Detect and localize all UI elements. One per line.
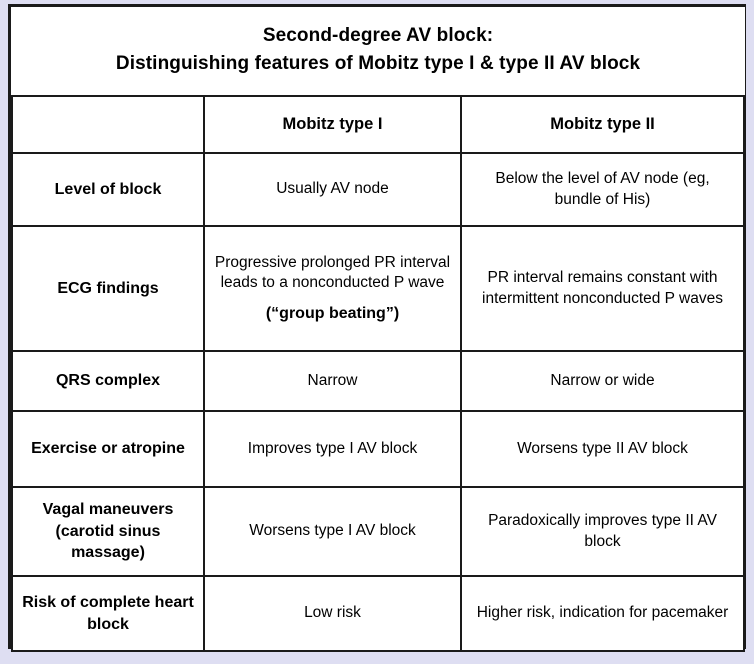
table-row: ECG findings Progressive prolonged PR in… [11, 225, 745, 352]
cell-vagal-maneuvers-type-2: Paradoxically improves type II AV block [460, 486, 745, 577]
cell-level-of-block-type-1: Usually AV node [203, 152, 462, 227]
row-label-exercise-or-atropine: Exercise or atropine [11, 410, 205, 488]
table-title: Second-degree AV block: Distinguishing f… [12, 7, 744, 97]
cell-exercise-or-atropine-type-1: Improves type I AV block [203, 410, 462, 488]
cell-ecg-findings-type-1: Progressive prolonged PR interval leads … [203, 225, 462, 352]
cell-ecg-findings-type-1-emphasis: (“group beating”) [265, 304, 400, 322]
cell-qrs-complex-type-1: Narrow [203, 350, 462, 412]
table-row: QRS complex Narrow Narrow or wide [11, 350, 745, 412]
row-label-risk-of-complete-heart-block: Risk of complete heart block [11, 575, 205, 652]
row-label-qrs-complex: QRS complex [11, 350, 205, 412]
row-label-ecg-findings: ECG findings [11, 225, 205, 352]
table-title-line-1: Second-degree AV block: [262, 25, 494, 47]
table-header-row: Mobitz type I Mobitz type II [11, 95, 745, 154]
table-title-row: Second-degree AV block: Distinguishing f… [12, 7, 744, 97]
table-row: Exercise or atropine Improves type I AV … [11, 410, 745, 488]
cell-ecg-findings-type-1-text: Progressive prolonged PR interval leads … [214, 253, 451, 292]
cell-ecg-findings-type-2: PR interval remains constant with interm… [460, 225, 745, 352]
cell-risk-of-complete-heart-block-type-2: Higher risk, indication for pacemaker [460, 575, 745, 652]
cell-qrs-complex-type-2: Narrow or wide [460, 350, 745, 412]
header-cell-blank [11, 95, 205, 154]
table-title-line-2: Distinguishing features of Mobitz type I… [115, 53, 641, 74]
av-block-comparison-table: Second-degree AV block: Distinguishing f… [11, 7, 745, 652]
comparison-table-container: Second-degree AV block: Distinguishing f… [8, 4, 746, 652]
table-row: Level of block Usually AV node Below the… [11, 152, 745, 227]
row-label-level-of-block: Level of block [11, 152, 205, 227]
cell-exercise-or-atropine-type-2: Worsens type II AV block [460, 410, 745, 488]
table-row: Vagal maneuvers (carotid sinus massage) … [11, 486, 745, 577]
cell-level-of-block-type-2: Below the level of AV node (eg, bundle o… [460, 152, 745, 227]
cell-vagal-maneuvers-type-1: Worsens type I AV block [203, 486, 462, 577]
row-label-vagal-maneuvers: Vagal maneuvers (carotid sinus massage) [11, 486, 205, 577]
header-cell-mobitz-type-2: Mobitz type II [460, 95, 745, 154]
cell-risk-of-complete-heart-block-type-1: Low risk [203, 575, 462, 652]
table-row: Risk of complete heart block Low risk Hi… [11, 575, 745, 652]
header-cell-mobitz-type-1: Mobitz type I [203, 95, 462, 154]
